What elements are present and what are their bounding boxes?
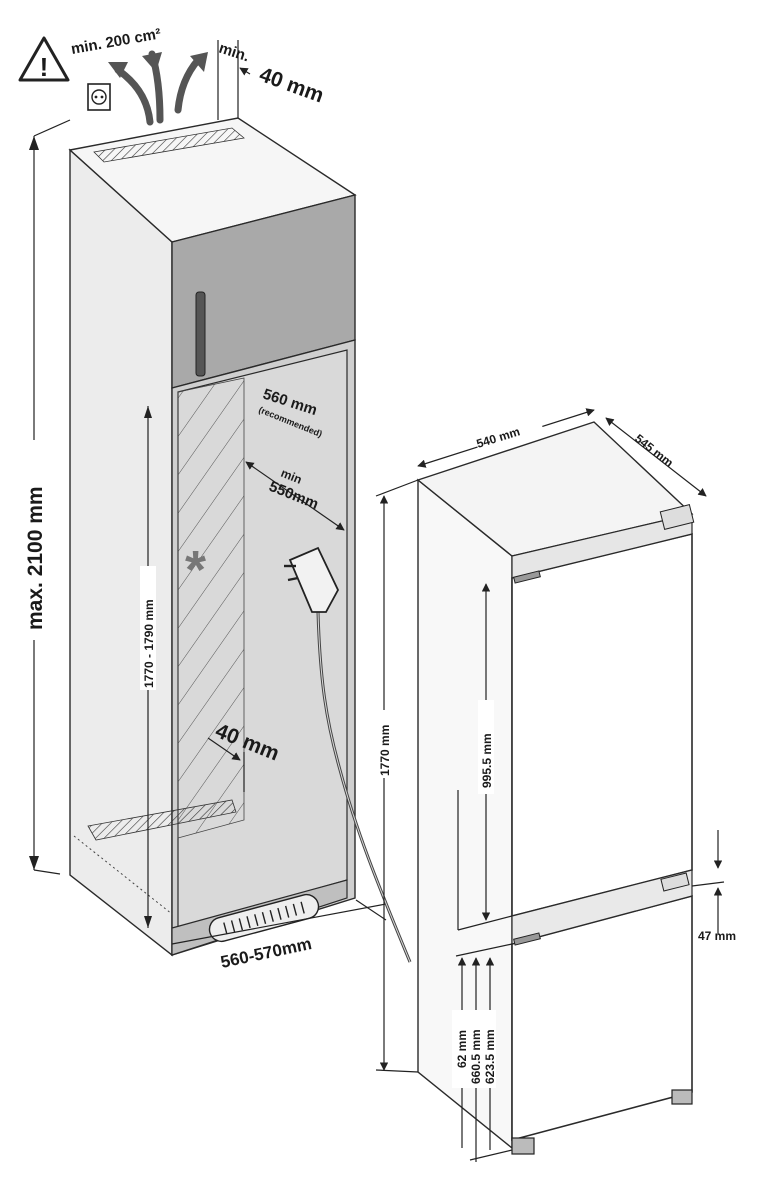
top-gap-arrow — [239, 67, 251, 76]
hinge-bracket-top — [513, 570, 541, 584]
max-height-arrow-top — [29, 136, 39, 150]
height-label-bg — [376, 710, 392, 778]
max-height-tick-top — [33, 119, 71, 137]
height-tick-top — [375, 479, 419, 497]
depth-dim-line — [605, 417, 707, 497]
door-handle — [195, 291, 206, 377]
upper-door-tick-bottom — [457, 915, 513, 931]
back-wall-hatch — [177, 377, 245, 839]
fridge-middle-trim — [511, 869, 693, 945]
upper-door-label-bg — [478, 700, 494, 794]
fridge-top-trim — [511, 513, 693, 579]
niche-height-arrow-bottom — [144, 916, 152, 928]
depth-min-line — [245, 461, 345, 531]
niche-width-line-b — [355, 899, 387, 921]
floor-dotted-line — [73, 835, 173, 915]
height-tick-bottom — [375, 1069, 419, 1073]
warning-icon: ! — [18, 36, 70, 82]
depth-label-bg — [629, 418, 689, 472]
upper-door-label: 995.5 mm — [480, 733, 494, 788]
max-height-tick-bottom — [33, 869, 61, 875]
hinge-bracket-mid — [513, 932, 541, 946]
svg-text:!: ! — [40, 52, 49, 82]
kitchen-cabinet — [68, 117, 357, 957]
max-height-label-bg — [20, 440, 48, 640]
door-gap-label: 47 mm — [698, 929, 736, 943]
hinge-bracket-right — [659, 504, 695, 530]
lower-door-a-label: 660.5 mm — [469, 1029, 483, 1084]
hinge-bracket-right-mid — [660, 872, 690, 892]
top-vent-hatch — [93, 127, 245, 163]
niche-width-line — [171, 903, 387, 945]
plinth-grille-slots — [223, 901, 305, 935]
fridge-foot-front — [511, 1137, 535, 1155]
height-label: 1770 mm — [378, 725, 392, 776]
lower-dim-tick-top — [455, 943, 513, 957]
lower-door-b-label: 623.5 mm — [483, 1029, 497, 1084]
back-gap-arrow — [207, 737, 241, 761]
asterisk-icon: * — [185, 540, 206, 600]
width-label-bg — [474, 418, 546, 456]
niche-height-label-bg — [140, 566, 156, 690]
bottom-vent-hatch — [87, 799, 237, 841]
niche-height-arrow-top — [144, 406, 152, 418]
ventilation-label: min. 200 cm² — [70, 25, 162, 58]
power-plug-icon — [284, 546, 340, 613]
niche-height-label: 1770 - 1790 mm — [142, 599, 156, 688]
niche-width-label-bg — [215, 925, 357, 979]
lower-dim-tick-bottom — [469, 1149, 513, 1161]
power-socket-icon — [87, 83, 111, 111]
max-height-arrow-bottom — [29, 856, 39, 870]
fridge-foot-right — [671, 1089, 693, 1105]
top-gap-min-label: min. — [217, 40, 252, 66]
foot-height-label: 62 mm — [455, 1030, 469, 1068]
fridge-upper-door — [511, 532, 693, 918]
door-gap-tick — [691, 881, 725, 887]
lower-dim-label-bg — [452, 1010, 496, 1088]
max-height-label: max. 2100 mm — [24, 486, 47, 630]
top-gap-value-label: 40 mm — [256, 63, 326, 107]
